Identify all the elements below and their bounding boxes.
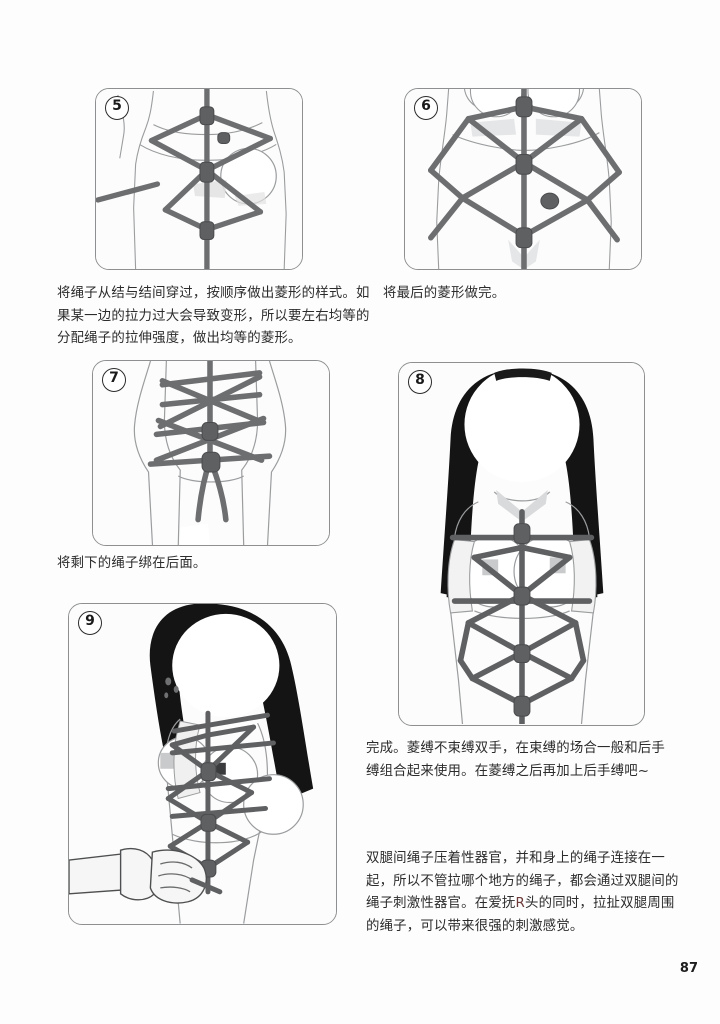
panel-step-9: 9: [68, 603, 337, 925]
panel-badge: 5: [105, 96, 129, 120]
step-7-illustration: [93, 361, 329, 545]
step-5-illustration: [96, 89, 302, 269]
caption-step-6: 将最后的菱形做完。: [383, 286, 506, 301]
panel-badge: 6: [414, 96, 438, 120]
step-8-illustration: [399, 363, 644, 725]
panel-step-5: 5: [95, 88, 303, 270]
caption-step-9-part1: 双腿间绳子压着性器官，并和身上的绳子连接在一起，所以不管拉哪个地方的绳子，都会通…: [366, 851, 679, 911]
panel-badge: 8: [408, 370, 432, 394]
caption-step-8: 完成。菱缚不束缚双手，在束缚的场合一般和后手缚组合起来使用。在菱缚之后再加上后手…: [366, 741, 665, 779]
panel-step-8: 8: [398, 362, 645, 726]
caption-step-5: 将绳子从结与结间穿过，按顺序做出菱形的样式。如果某一边的拉力过大会导致变形，所以…: [57, 286, 370, 346]
page-number: 87: [679, 961, 698, 976]
caption-step-9: 双腿间绳子压着性器官，并和身上的绳子连接在一起，所以不管拉哪个地方的绳子，都会通…: [366, 848, 684, 938]
caption-step-9-part2: 头的同时，拉扯双腿周围的绳子，可以带来很强的刺激感觉。: [366, 896, 675, 934]
step-9-illustration: [69, 604, 336, 924]
caption-step-7: 将剩下的绳子绑在后面。: [57, 556, 207, 571]
panel-step-7: 7: [92, 360, 330, 546]
panel-badge: 9: [78, 611, 102, 635]
panel-step-6: 6: [404, 88, 642, 270]
panel-badge: 7: [102, 368, 126, 392]
step-6-illustration: [405, 89, 641, 269]
caption-step-9-highlight: R: [515, 896, 526, 911]
